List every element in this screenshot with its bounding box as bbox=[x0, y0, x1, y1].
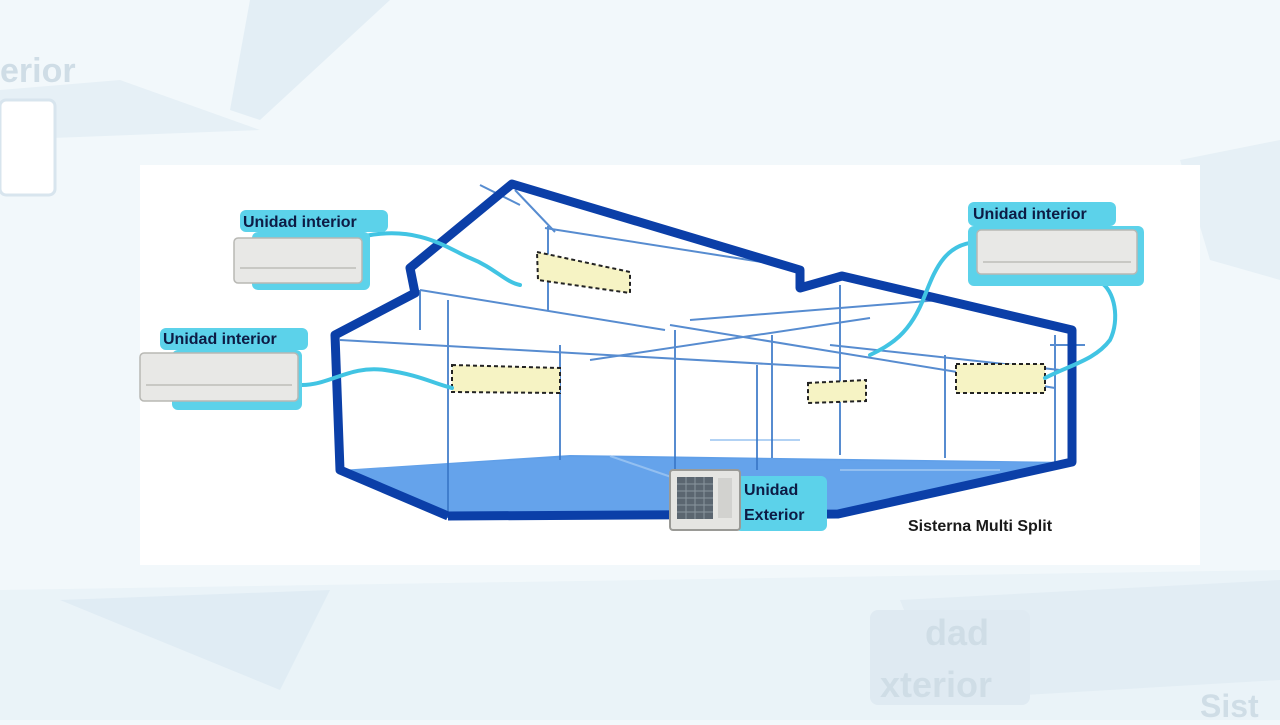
outdoor-unit-label-line1: Unidad bbox=[744, 482, 799, 499]
ghost-text-sistema: Sist bbox=[1200, 688, 1259, 724]
ghost-text-exterior: xterior bbox=[880, 664, 993, 705]
indoor-unit-3 bbox=[968, 202, 1144, 286]
indoor-unit-label-2: Unidad interior bbox=[163, 331, 277, 348]
house-outline bbox=[330, 179, 1077, 521]
pipe-unit-3b bbox=[1043, 280, 1118, 380]
zone-left bbox=[451, 363, 561, 395]
indoor-unit-1 bbox=[233, 210, 388, 290]
indoor-unit-label-3: Unidad interior bbox=[973, 206, 1087, 223]
zone-upper bbox=[535, 250, 631, 295]
zone-center bbox=[807, 378, 867, 405]
diagram-caption: Sisterna Multi Split bbox=[908, 518, 1053, 535]
zone-right bbox=[955, 363, 1046, 394]
pipe-unit-1 bbox=[363, 231, 522, 287]
outdoor-unit-label-line2: Exterior bbox=[744, 507, 805, 524]
indoor-unit-2 bbox=[139, 328, 308, 410]
outdoor-unit bbox=[669, 469, 827, 531]
refrigerant-pipes bbox=[300, 231, 1118, 390]
ghost-text-interior: erior bbox=[0, 52, 76, 90]
ghost-text-unidad: dad bbox=[925, 612, 990, 653]
pipe-unit-3a bbox=[868, 240, 982, 357]
indoor-unit-zones bbox=[451, 250, 1046, 405]
indoor-unit-label-1: Unidad interior bbox=[243, 214, 357, 231]
pipe-unit-2 bbox=[300, 367, 454, 390]
